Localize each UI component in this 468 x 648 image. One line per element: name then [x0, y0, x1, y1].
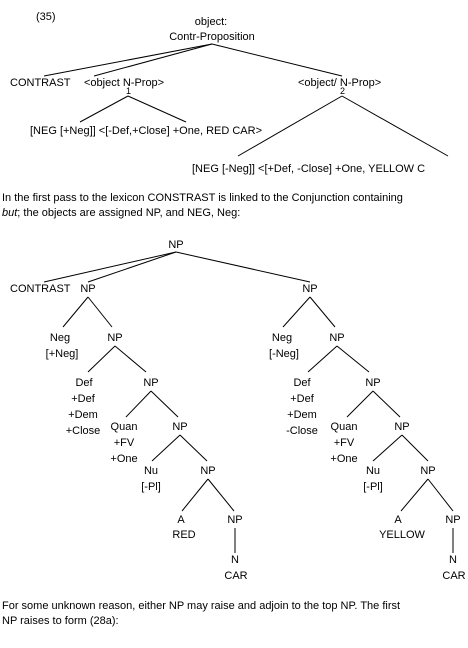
left-nu-value: [-Pl]: [141, 481, 161, 493]
tree2-branch: [181, 478, 209, 512]
tree1-right-index: 2: [340, 86, 345, 96]
tree1-right-feature: [NEG [-Neg]] <[+Def, -Close] +One, YELLO…: [192, 163, 425, 175]
right-adj: YELLOW: [379, 529, 425, 541]
tree1-branch: [127, 95, 187, 123]
tree2-branch: [150, 390, 179, 418]
tree1-right-arg-open: <object: [298, 77, 334, 89]
tree1-left-arg-open: <object: [84, 77, 120, 89]
paragraph1-line2-rest: ; the objects are assigned NP, and NEG, …: [17, 207, 241, 219]
tree1-branch: [79, 95, 129, 123]
left-def-f3: +Close: [66, 425, 101, 437]
tree1-right-arg-rest: / N-Prop>: [334, 77, 381, 89]
tree2-branch: [307, 345, 338, 373]
tree2-branch: [175, 251, 311, 283]
paragraph2-line1: For some unknown reason, either NP may r…: [2, 600, 401, 612]
right-nu: Nu: [366, 465, 380, 477]
left-def-f2: +Dem: [68, 409, 98, 421]
left-quan-f1: +FV: [114, 437, 135, 449]
tree2-left-np: NP: [80, 283, 95, 295]
tree1-root-line2: Contr-Proposition: [169, 31, 255, 43]
tree2-branch: [87, 345, 116, 373]
tree2-branch: [427, 478, 454, 512]
tree1-branch: [93, 43, 213, 77]
tree1-branch: [211, 43, 343, 77]
right-def: Def: [293, 377, 311, 389]
tree2-branch: [207, 478, 235, 512]
right-np4: NP: [420, 465, 435, 477]
tree2-branch: [372, 390, 401, 418]
left-np5: NP: [227, 514, 242, 526]
right-np3: NP: [394, 421, 409, 433]
tree2-root-np: NP: [168, 239, 183, 251]
right-noun: CAR: [442, 570, 465, 582]
right-n: N: [449, 554, 457, 566]
left-noun: CAR: [224, 570, 247, 582]
left-nu: Nu: [144, 465, 158, 477]
tree1-branch: [43, 43, 213, 77]
tree2-branch: [125, 390, 152, 418]
tree2-branch: [151, 434, 181, 462]
tree2-branch: [179, 434, 208, 462]
right-quan-f2: +One: [330, 453, 357, 465]
left-adj: RED: [172, 529, 195, 541]
left-np1: NP: [107, 332, 122, 344]
tree1-contrast: CONTRAST: [10, 77, 71, 89]
left-neg: Neg: [50, 332, 70, 344]
right-def-f3: -Close: [286, 425, 318, 437]
left-np4: NP: [200, 465, 215, 477]
left-quan-f2: +One: [110, 453, 137, 465]
tree1-left-index: 1: [126, 86, 131, 96]
right-neg: Neg: [272, 332, 292, 344]
left-quan: Quan: [111, 421, 138, 433]
right-nu-value: [-Pl]: [363, 481, 383, 493]
paragraph1-line2: but; the objects are assigned NP, and NE…: [2, 206, 466, 221]
tree2-branch: [372, 434, 403, 462]
right-def-f1: +Def: [290, 393, 314, 405]
tree2-branch: [87, 251, 177, 283]
tree2-branch: [401, 434, 429, 462]
tree1-left-arg-rest: N-Prop>: [120, 77, 164, 89]
tree1-left-feature: [NEG [+Neg]] <[-Def,+Close] +One, RED CA…: [30, 125, 262, 137]
left-np3: NP: [172, 421, 187, 433]
tree1-branch: [341, 95, 449, 157]
right-np1: NP: [329, 332, 344, 344]
paragraph1-line1: In the first pass to the lexicon CONSTRA…: [2, 192, 403, 204]
right-quan-f1: +FV: [334, 437, 355, 449]
right-quan: Quan: [331, 421, 358, 433]
tree2-branch: [114, 345, 147, 373]
example-number: (35): [36, 11, 56, 23]
left-a: A: [177, 514, 185, 526]
tree2-branch: [282, 296, 311, 328]
right-neg-value: [-Neg]: [269, 348, 299, 360]
right-np5: NP: [445, 514, 460, 526]
left-n: N: [231, 554, 239, 566]
tree2-branch: [336, 345, 370, 373]
right-np2: NP: [365, 377, 380, 389]
tree1-right-arg: <object/ N-Prop>: [298, 77, 381, 89]
right-a: A: [394, 514, 402, 526]
tree2-branch: [87, 296, 113, 328]
paragraph2-line2: NP raises to form (28a):: [2, 615, 119, 627]
tree2-branch: [62, 296, 89, 328]
tree1-branch: [237, 95, 343, 157]
tree2-right-np: NP: [302, 283, 317, 295]
paragraph-np-raising: For some unknown reason, either NP may r…: [2, 599, 466, 629]
paragraph1-italic-word: but: [2, 207, 18, 219]
tree2-branch: [400, 478, 429, 512]
left-neg-value: [+Neg]: [46, 348, 79, 360]
tree1-root-line1: object:: [195, 16, 227, 28]
tree1-left-arg: <object N-Prop>: [84, 77, 164, 89]
tree2-branch: [346, 390, 374, 418]
tree2-branch: [43, 251, 177, 283]
right-def-f2: +Dem: [287, 409, 317, 421]
tree2-contrast: CONTRAST: [10, 283, 71, 295]
tree2-branch: [309, 296, 336, 328]
left-def: Def: [75, 377, 93, 389]
left-def-f1: +Def: [71, 393, 95, 405]
paragraph-lexicon-pass: In the first pass to the lexicon CONSTRA…: [2, 191, 466, 221]
left-np2: NP: [143, 377, 158, 389]
